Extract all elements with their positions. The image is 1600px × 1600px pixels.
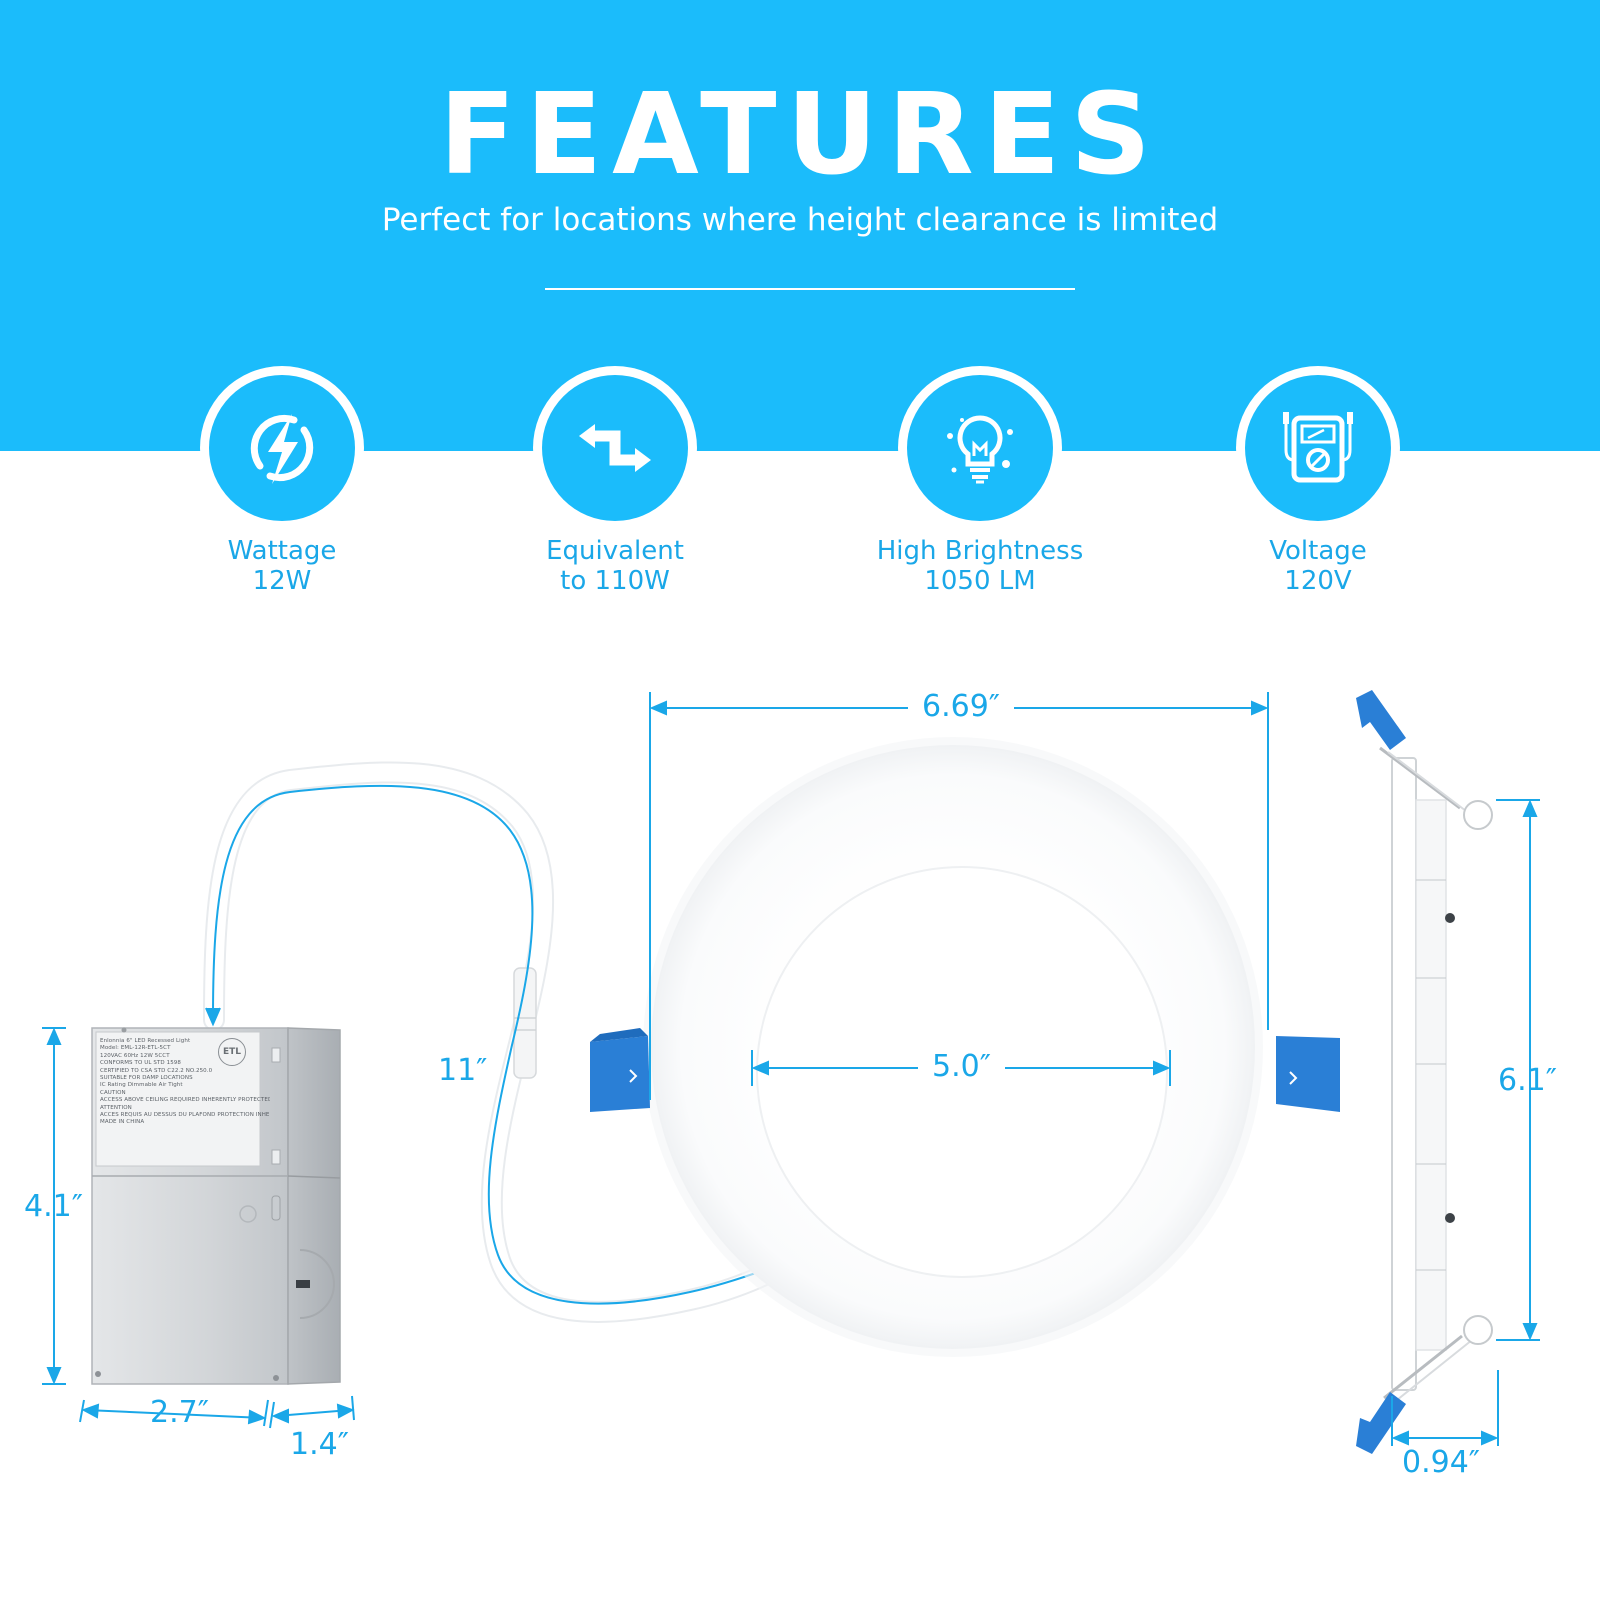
panel-light-front — [590, 737, 1340, 1357]
cutout-height-label: 6.1″ — [1498, 1063, 1557, 1098]
connection-cable — [203, 761, 891, 1323]
feature-badge — [1236, 366, 1400, 530]
feature-wattage: Wattage 12W — [150, 366, 410, 606]
feature-brightness: High Brightness 1050 LM — [848, 366, 1108, 606]
spring-clip — [1276, 1036, 1340, 1112]
feature-label: High Brightness 1050 LM — [876, 536, 1084, 596]
page-title: FEATURES — [439, 70, 1161, 200]
page-subtitle: Perfect for locations where height clear… — [381, 202, 1219, 238]
light-depth-label: 0.94″ — [1402, 1445, 1481, 1480]
conversion-arrows-icon — [579, 424, 651, 472]
panel-light-side — [1356, 690, 1493, 1454]
feature-badge — [200, 366, 364, 530]
etl-certification-mark: ETL — [218, 1038, 246, 1066]
cable-measure-line — [212, 784, 976, 1305]
spring-clip — [590, 1036, 650, 1112]
feature-label: Equivalent to 110W — [546, 536, 684, 596]
title-divider — [545, 288, 1075, 290]
box-width-label: 2.7″ — [150, 1395, 209, 1430]
feature-equivalent: Equivalent to 110W — [483, 366, 743, 606]
junction-box-label: Enlonnia 6" LED Recessed Light Model: EM… — [100, 1038, 270, 1126]
multimeter-icon — [1283, 412, 1353, 483]
box-depth-label: 1.4″ — [290, 1427, 349, 1462]
feature-badge — [898, 366, 1062, 530]
light-bulb-icon — [947, 415, 1013, 484]
feature-badge — [533, 366, 697, 530]
lightning-bolt-icon — [250, 414, 314, 484]
feature-label: Wattage 12W — [227, 536, 337, 596]
feature-label: Voltage 120V — [1269, 536, 1367, 596]
inner-diameter-label: 5.0″ — [918, 1050, 1005, 1084]
feature-voltage: Voltage 120V — [1186, 366, 1446, 606]
cable-length-label: 11″ — [438, 1053, 488, 1088]
box-height-label: 4.1″ — [24, 1189, 83, 1224]
outer-diameter-label: 6.69″ — [908, 690, 1015, 724]
